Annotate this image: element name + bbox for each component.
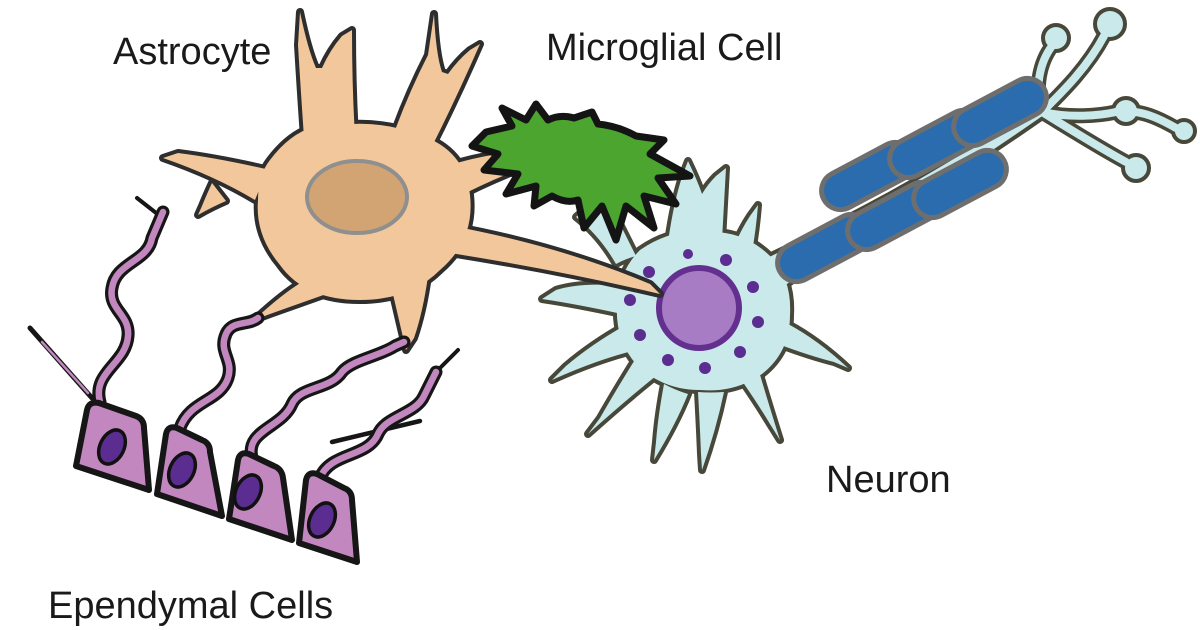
nissl-dot bbox=[734, 346, 746, 358]
astrocyte-process-fill bbox=[388, 14, 480, 162]
nissl-dot bbox=[699, 362, 711, 374]
ependymal-process-core bbox=[316, 368, 440, 482]
microglial-label: Microglial Cell bbox=[546, 27, 783, 69]
astrocyte-process-fill bbox=[254, 282, 332, 320]
neuron-dendrite-fill bbox=[588, 358, 656, 434]
labels: Astrocyte Microglial Cell Neuron Ependym… bbox=[48, 27, 951, 627]
astrocyte-process-fill bbox=[444, 226, 660, 294]
astrocyte-process-fill bbox=[198, 183, 226, 215]
neuron-dendrite-fill bbox=[740, 368, 780, 440]
terminal-bouton-fill bbox=[1115, 100, 1137, 122]
astrocyte-label: Astrocyte bbox=[113, 31, 271, 73]
nissl-dot bbox=[683, 249, 693, 259]
neuron-cell bbox=[538, 7, 1197, 474]
ependymal-process-core bbox=[95, 208, 167, 406]
ependymal-process-core bbox=[40, 340, 90, 395]
nissl-dot bbox=[634, 329, 646, 341]
terminal-bouton-fill bbox=[1045, 27, 1067, 49]
ependymal-nucleus bbox=[306, 501, 338, 539]
axon-terminal-fill bbox=[1038, 108, 1130, 166]
astrocyte-process-fill bbox=[392, 276, 428, 350]
nissl-dot bbox=[747, 281, 759, 293]
astrocyte-nucleus bbox=[305, 159, 409, 235]
ependymal-nucleus bbox=[166, 451, 198, 489]
nissl-dot bbox=[662, 354, 674, 366]
astrocyte-process-fill bbox=[163, 153, 270, 200]
ependymal-nucleus bbox=[96, 428, 128, 466]
nissl-dot bbox=[624, 294, 636, 306]
microglial-cell bbox=[468, 100, 694, 244]
terminal-bouton-fill bbox=[1175, 122, 1193, 140]
microglia-body bbox=[468, 100, 694, 244]
terminal-bouton-fill bbox=[1125, 157, 1147, 179]
nissl-dot bbox=[752, 316, 764, 328]
myelin-sheath bbox=[775, 75, 1049, 285]
ependymal-spike bbox=[135, 196, 162, 218]
neuron-dendrite-fill bbox=[654, 384, 688, 460]
nissl-dot bbox=[720, 254, 732, 266]
neuron-dendrite-fill bbox=[668, 161, 726, 242]
astrocyte-process-fill bbox=[298, 12, 356, 152]
nissl-dot bbox=[643, 266, 655, 278]
neuron-dendrite-fill bbox=[552, 326, 636, 380]
ependymal-nucleus bbox=[232, 473, 264, 511]
ependymal-process-core bbox=[247, 338, 408, 462]
neuron-dendrite-fill bbox=[698, 392, 724, 470]
ependymal-process-core bbox=[176, 314, 262, 432]
ependymal-spike bbox=[434, 348, 460, 374]
myelin-segment bbox=[911, 147, 1009, 221]
axon-terminal-fill bbox=[1038, 32, 1108, 116]
neuron-nucleus bbox=[656, 265, 742, 351]
myelin-segment bbox=[951, 75, 1049, 149]
neuron-dendrite-fill bbox=[542, 284, 622, 314]
ependymal-cells bbox=[27, 196, 460, 565]
neuron-label: Neuron bbox=[826, 459, 951, 501]
neuron-dendrite-fill bbox=[734, 205, 758, 252]
terminal-bouton-fill bbox=[1097, 11, 1123, 37]
ependymal-label: Ependymal Cells bbox=[48, 585, 333, 627]
neuron-dendrite-fill bbox=[778, 324, 848, 368]
